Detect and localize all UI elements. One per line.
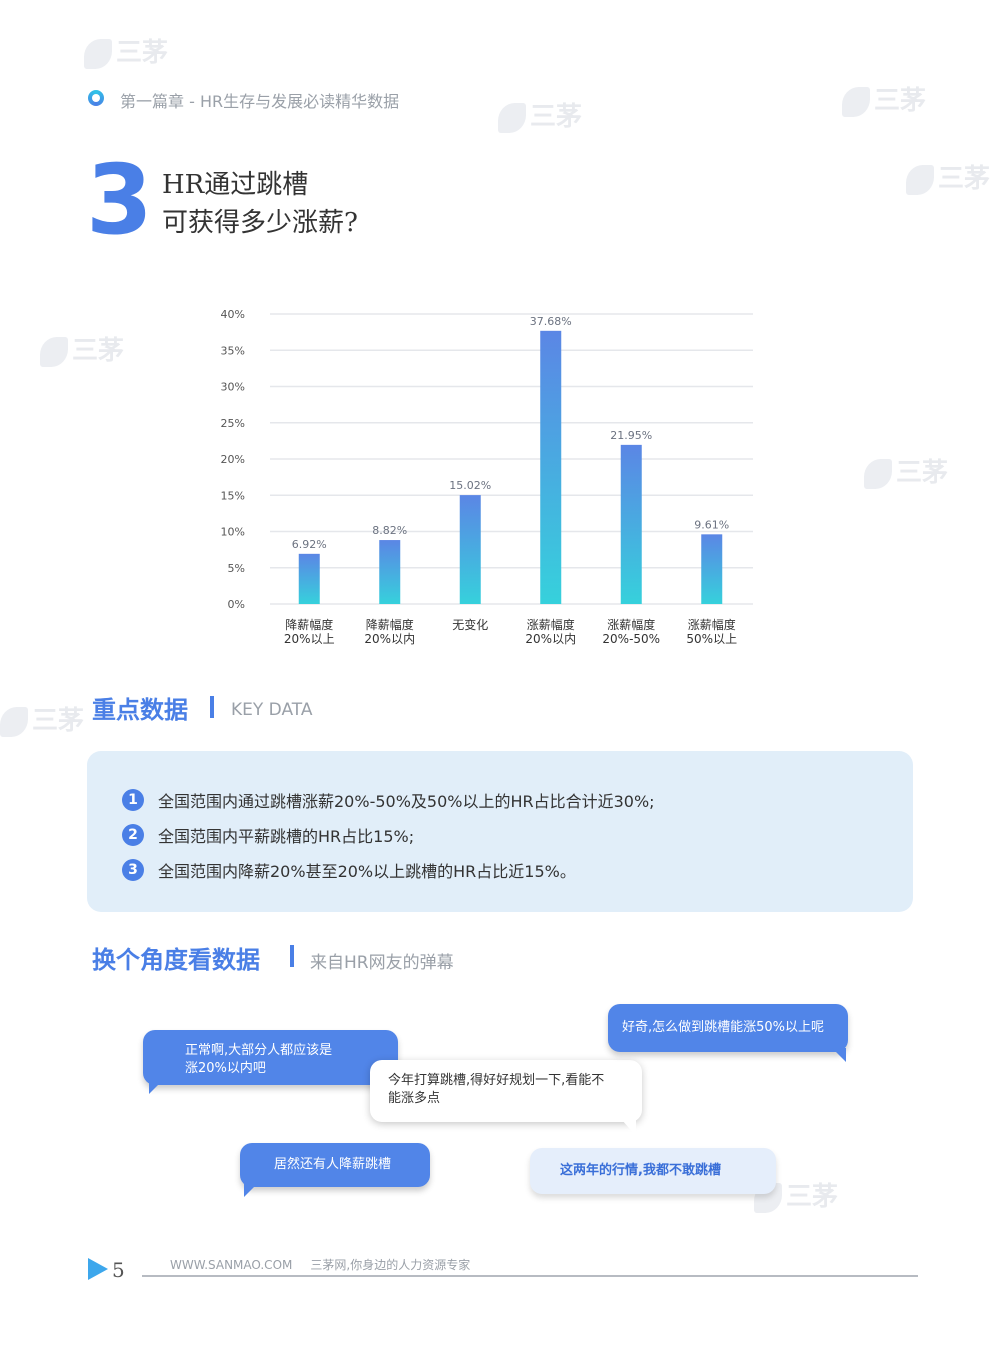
section-title-line1: HR通过跳槽 [162, 170, 309, 200]
y-tick-label: 15% [221, 489, 245, 502]
bubble-tail [244, 1183, 258, 1197]
bar [540, 330, 562, 604]
comment-text: 涨20%以内吧 [185, 1061, 266, 1076]
comment-bubble: 居然还有人降薪跳槽 [240, 1143, 430, 1197]
y-tick-label: 20% [221, 453, 245, 466]
watermark: 三茅 [906, 158, 990, 195]
x-category-label: 50%以上 [686, 632, 737, 646]
bubble-tail [622, 1120, 636, 1136]
section-number: 3 [86, 144, 153, 256]
footer-text: WWW.SANMAO.COM 三茅网,你身边的人力资源专家 [170, 1256, 470, 1273]
comments-heading: 换个角度看数据 [92, 946, 260, 974]
y-tick-label: 30% [221, 381, 245, 394]
comment-bubble: 这两年的行情,我都不敢跳槽 [530, 1148, 776, 1194]
y-tick-label: 35% [221, 344, 245, 357]
chapter-ring-icon [88, 90, 104, 106]
comment-bubble: 好奇,怎么做到跳槽能涨50%以上呢 [608, 1004, 848, 1062]
key-data-item: 2 全国范围内平薪跳槽的HR占比15%; [122, 823, 414, 847]
number-badge: 2 [122, 824, 144, 846]
bar-value-label: 15.02% [449, 479, 491, 492]
x-category-label: 20%-50% [602, 632, 660, 646]
bar [620, 444, 642, 604]
x-category-label: 20%以上 [284, 632, 335, 646]
leaf-icon [40, 336, 68, 367]
comment-text: 今年打算跳槽,得好好规划一下,看能不 [388, 1073, 605, 1088]
x-category-label: 涨薪幅度 [527, 617, 575, 632]
number-badge: 1 [122, 789, 144, 811]
bar-value-label: 9.61% [694, 518, 729, 531]
key-data-text: 全国范围内降薪20%甚至20%以上跳槽的HR占比近15%。 [158, 862, 576, 881]
watermark: 三茅 [0, 700, 84, 737]
bar-value-label: 37.68% [530, 315, 572, 328]
key-data-subheading: KEY DATA [231, 700, 313, 720]
y-tick-label: 40% [221, 308, 245, 321]
x-category-label: 降薪幅度 [285, 617, 333, 632]
page-arrow-icon [88, 1258, 108, 1280]
x-category-label: 降薪幅度 [366, 617, 414, 632]
bar [298, 553, 320, 604]
comment-text: 能涨多点 [388, 1091, 441, 1106]
y-tick-label: 10% [221, 526, 245, 539]
comment-text: 这两年的行情,我都不敢跳槽 [560, 1163, 721, 1178]
key-data-item: 1 全国范围内通过跳槽涨薪20%-50%及50%以上的HR占比合计近30%; [122, 788, 655, 812]
heading-divider [210, 696, 214, 718]
x-category-label: 无变化 [452, 617, 488, 632]
bar-value-label: 21.95% [610, 429, 652, 442]
heading-divider [290, 945, 294, 967]
footer-slogan: 三茅网,你身边的人力资源专家 [310, 1258, 471, 1272]
x-category-label: 涨薪幅度 [607, 617, 655, 632]
footer-divider [142, 1275, 918, 1277]
x-category-label: 涨薪幅度 [688, 617, 736, 632]
x-category-label: 20%以内 [364, 632, 415, 646]
comments-subheading: 来自HR网友的弹幕 [310, 953, 454, 973]
key-data-text: 全国范围内平薪跳槽的HR占比15%; [158, 827, 415, 846]
key-data-heading: 重点数据 [92, 696, 188, 724]
comment-text: 正常啊,大部分人都应该是 [185, 1043, 333, 1058]
leaf-icon [498, 102, 526, 133]
y-tick-label: 5% [228, 562, 245, 575]
key-data-text: 全国范围内通过跳槽涨薪20%-50%及50%以上的HR占比合计近30%; [158, 792, 655, 811]
salary-change-bar-chart: 0%5%10%15%20%25%30%35%40% 6.92%降薪幅度20%以上… [221, 308, 753, 646]
x-category-label: 20%以内 [525, 632, 576, 646]
leaf-icon [0, 706, 28, 737]
y-tick-label: 0% [228, 598, 245, 611]
footer-site: WWW.SANMAO.COM [170, 1258, 293, 1272]
leaf-icon [842, 86, 870, 117]
chapter-title: 第一篇章 - HR生存与发展必读精华数据 [120, 92, 400, 111]
comment-bubble: 正常啊,大部分人都应该是 涨20%以内吧 [143, 1030, 398, 1094]
watermark: 三茅 [498, 96, 582, 133]
bubble-tail [149, 1080, 163, 1094]
page-number: 5 [112, 1258, 125, 1282]
watermark: 三茅 [84, 32, 168, 69]
key-data-box [87, 751, 913, 912]
key-data-item: 3 全国范围内降薪20%甚至20%以上跳槽的HR占比近15%。 [122, 858, 576, 882]
leaf-icon [84, 38, 112, 69]
bar-value-label: 6.92% [292, 538, 327, 551]
number-badge: 3 [122, 859, 144, 881]
bubble-tail [832, 1048, 846, 1062]
section-title-line2: 可获得多少涨薪? [162, 208, 358, 238]
comment-text: 居然还有人降薪跳槽 [274, 1157, 392, 1172]
comment-bubble: 今年打算跳槽,得好好规划一下,看能不 能涨多点 [370, 1060, 642, 1136]
y-tick-label: 25% [221, 417, 245, 430]
leaf-icon [906, 164, 934, 195]
bar-value-label: 8.82% [372, 524, 407, 537]
watermark: 三茅 [864, 452, 948, 489]
bar [701, 534, 723, 604]
bar [459, 495, 481, 604]
watermark: 三茅 [842, 80, 926, 117]
comment-text: 好奇,怎么做到跳槽能涨50%以上呢 [622, 1020, 825, 1035]
watermark: 三茅 [40, 330, 124, 367]
leaf-icon [864, 458, 892, 489]
bar [379, 540, 401, 604]
